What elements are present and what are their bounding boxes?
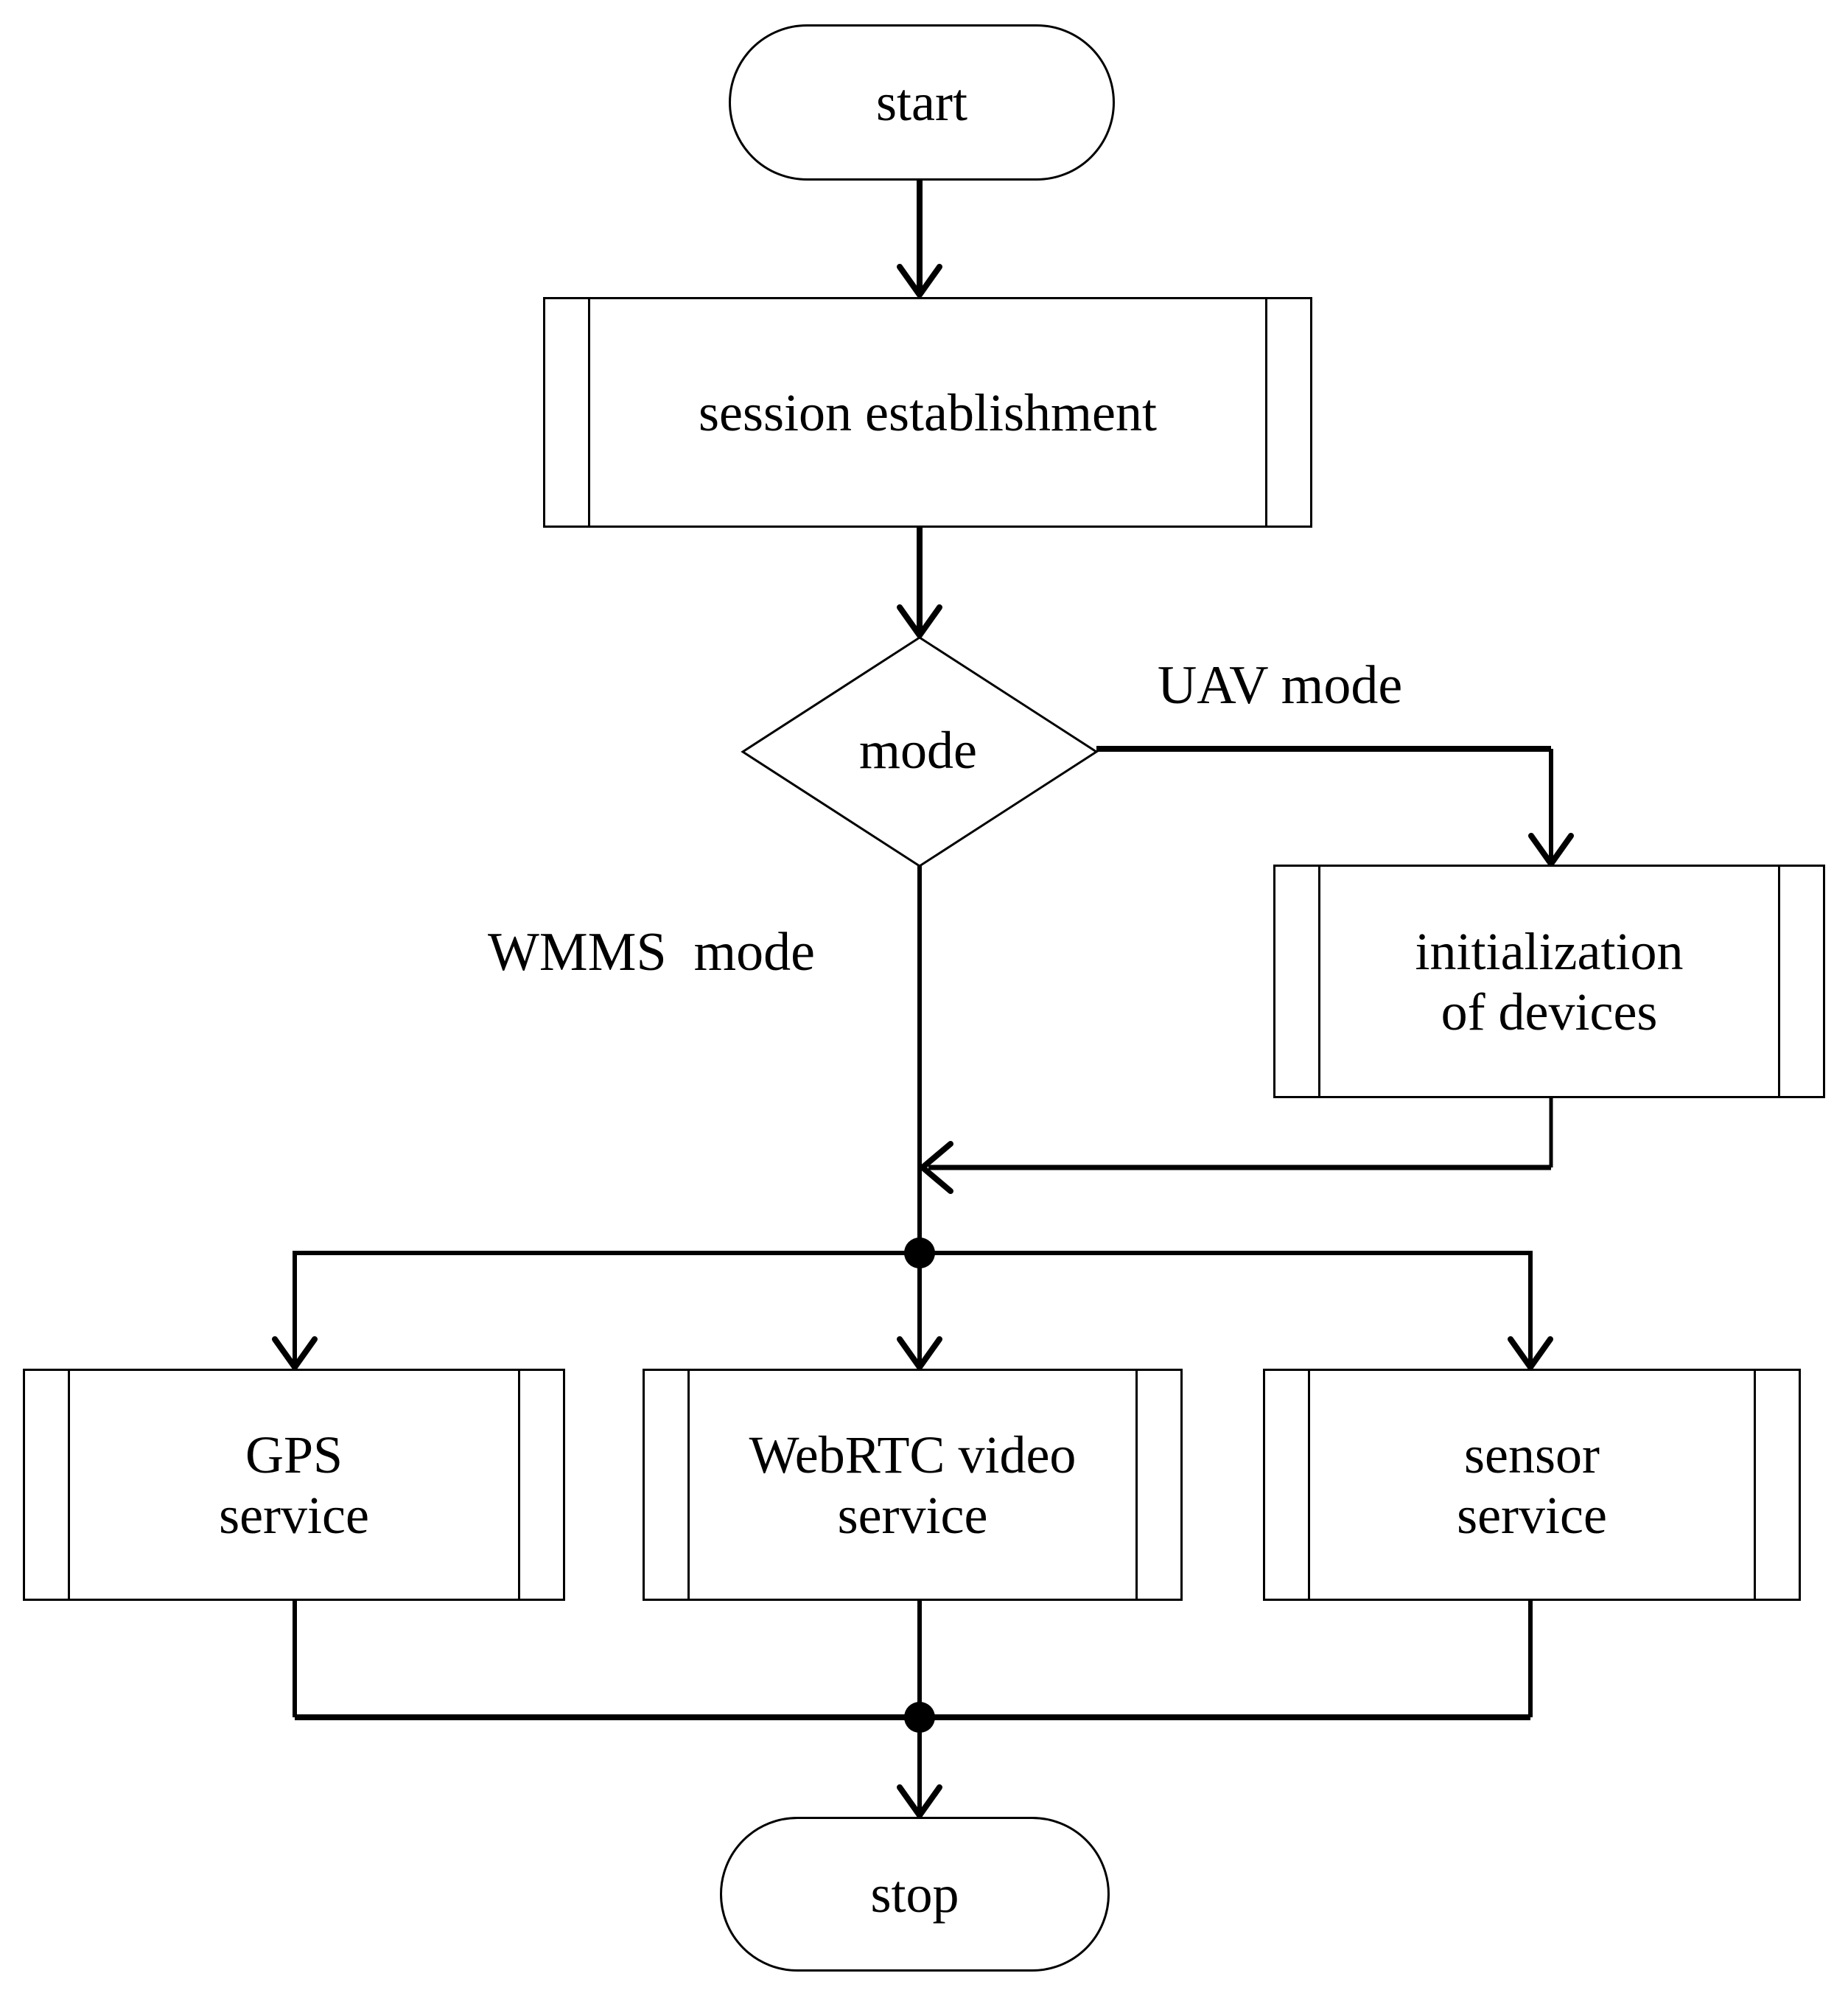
arrowhead-merge-left [920,1141,953,1194]
predefined-process-bar-left [588,299,590,526]
predefined-process-bar-left [68,1371,70,1599]
predefined-process-bar-right [1778,867,1780,1096]
predefined-process-bar-right [1754,1371,1756,1599]
node-mode-label: mode [859,721,977,780]
node-webrtc-video-service-line1: WebRTC video [749,1425,1077,1484]
node-webrtc-video-service-line2: service [837,1485,988,1545]
node-sensor-service: sensor service [1263,1369,1801,1601]
node-start: start [729,24,1115,181]
arrowhead-gps-top [272,1336,318,1370]
node-session-establishment-label: session establishment [699,383,1157,442]
node-stop-label: stop [870,1865,959,1924]
node-sensor-service-line1: sensor [1464,1425,1600,1484]
arrowhead-init-top [1528,833,1574,867]
branch-label-wmms-mode: WMMS mode [488,922,815,982]
predefined-process-bar-right [1265,299,1267,526]
branch-label-uav-mode: UAV mode [1157,655,1403,716]
node-initialization-line1: initialization [1415,921,1684,981]
node-initialization-of-devices: initialization of devices [1273,865,1825,1098]
arrowhead-webrtc-top [897,1336,942,1370]
node-stop: stop [720,1817,1110,1972]
node-gps-service-line2: service [219,1485,369,1545]
node-start-label: start [876,73,967,132]
arrowhead-session-top [897,264,942,298]
arrowhead-sensor-top [1508,1336,1553,1370]
node-gps-service: GPS service [23,1369,565,1601]
node-webrtc-video-service: WebRTC video service [643,1369,1183,1601]
node-sensor-service-line2: service [1457,1485,1607,1545]
predefined-process-bar-right [518,1371,520,1599]
node-initialization-line2: of devices [1441,982,1658,1041]
predefined-process-bar-left [687,1371,690,1599]
predefined-process-bar-left [1318,867,1320,1096]
predefined-process-bar-right [1135,1371,1138,1599]
decision-diamond-shape [741,636,1099,867]
node-session-establishment: session establishment [543,297,1312,528]
junction-dot-split [904,1237,935,1268]
arrowhead-stop-top [897,1784,942,1818]
node-gps-service-line1: GPS [245,1425,343,1484]
arrowhead-mode-top [897,604,942,638]
predefined-process-bar-left [1308,1371,1310,1599]
